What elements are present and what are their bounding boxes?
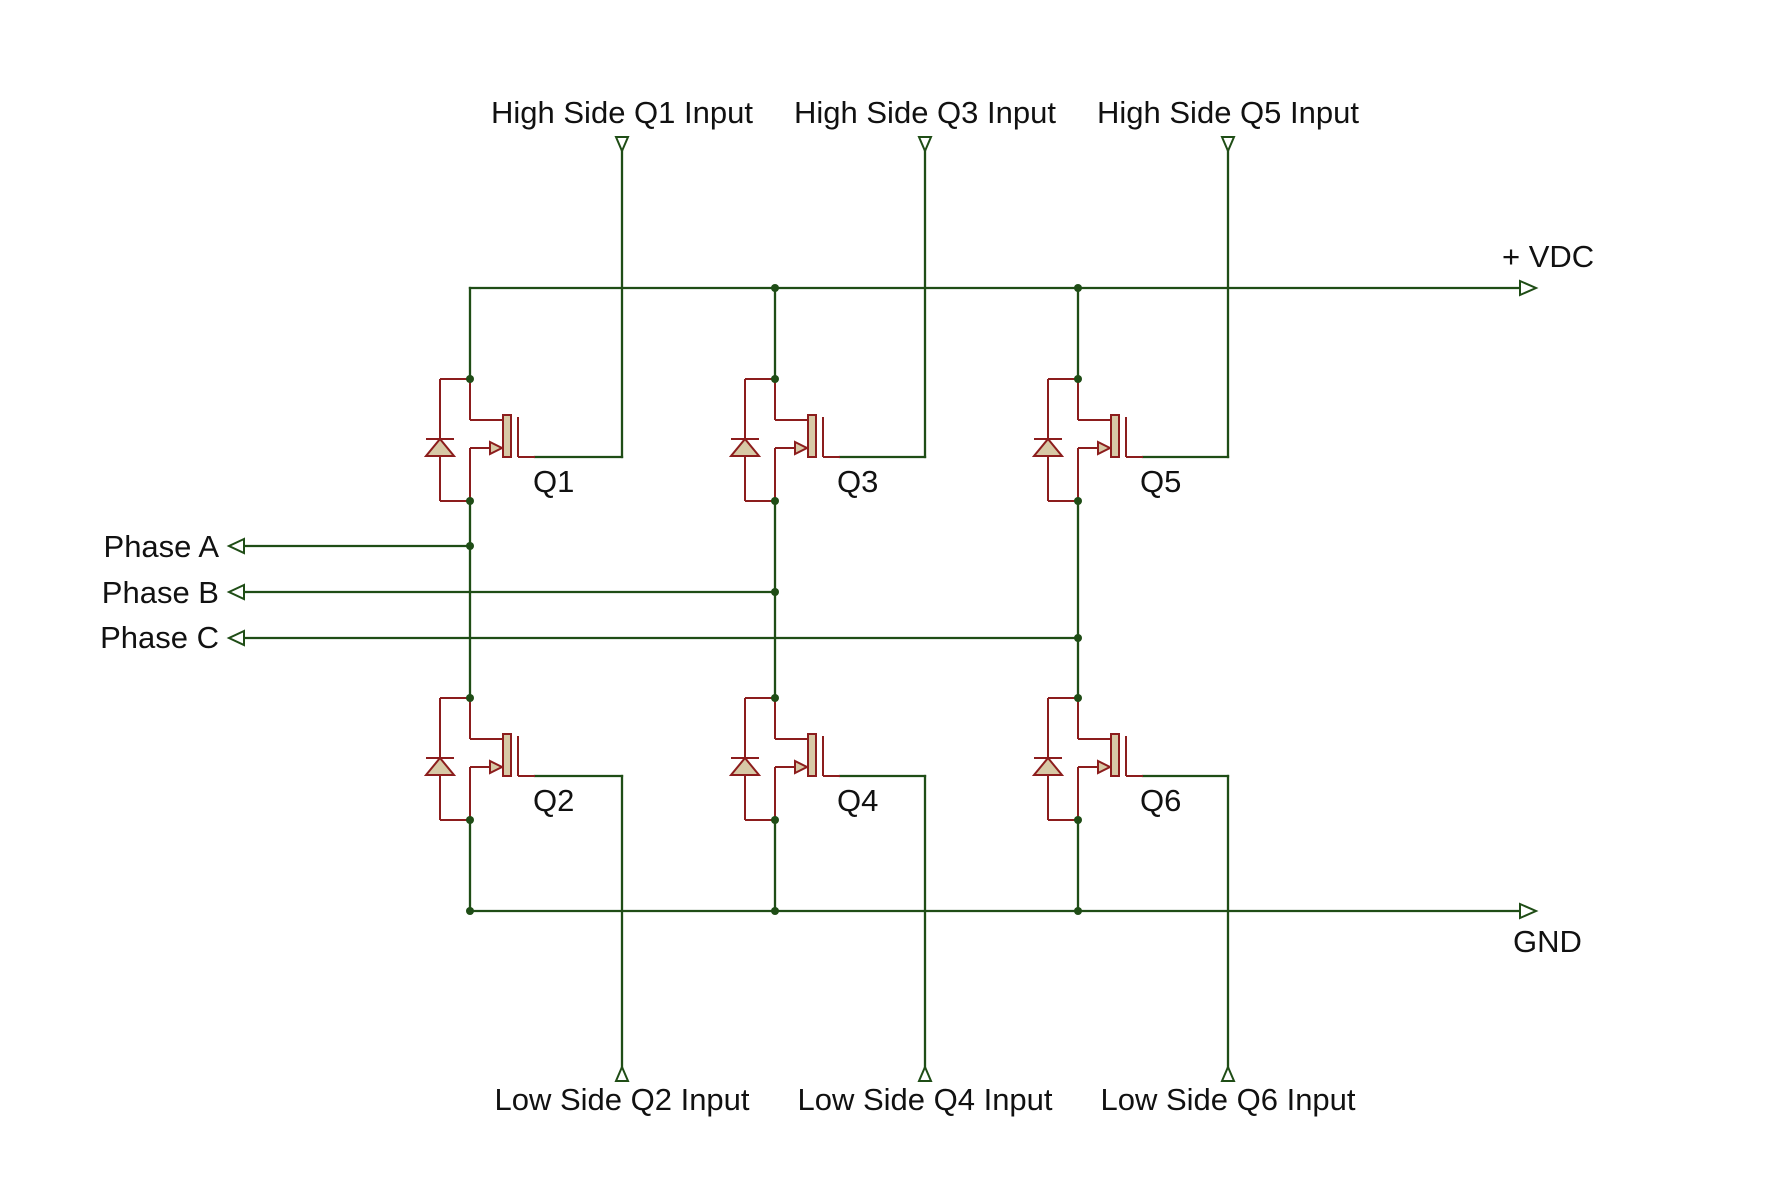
- transistor-q3: [728, 378, 840, 502]
- junction-dots: [466, 284, 1082, 915]
- low-input-arrow-1: [917, 1064, 933, 1082]
- transistor-q4-label: Q4: [837, 783, 878, 818]
- dot-low-source-0: [466, 816, 474, 824]
- transistor-q4-arrow: [794, 759, 810, 775]
- transistor-q2-arrow: [489, 759, 505, 775]
- dot-vdc-2: [1074, 284, 1082, 292]
- low-input-q6-label: Low Side Q6 Input: [1100, 1082, 1355, 1117]
- phase-arrow-a: [226, 537, 245, 555]
- high-input-q1-label: High Side Q1 Input: [491, 95, 753, 130]
- phase-b-label: Phase B: [102, 575, 219, 610]
- dot-high-drain-1: [771, 375, 779, 383]
- dot-gnd-2: [1074, 907, 1082, 915]
- transistor-q6-label: Q6: [1140, 783, 1181, 818]
- transistor-q3-diode: [728, 437, 762, 457]
- dot-high-drain-0: [466, 375, 474, 383]
- high-input-q5-label: High Side Q5 Input: [1097, 95, 1359, 130]
- transistor-q5-label: Q5: [1140, 464, 1181, 499]
- transistor-q5-channel: [1110, 414, 1120, 458]
- transistor-q6-diode: [1031, 756, 1065, 776]
- dot-low-source-2: [1074, 816, 1082, 824]
- dot-low-drain-1: [771, 694, 779, 702]
- transistor-q4: [728, 697, 840, 821]
- labels: High Side Q1 Input High Side Q3 Input Hi…: [100, 95, 1594, 1117]
- transistor-q6-channel: [1110, 733, 1120, 777]
- dot-phase-1: [771, 588, 779, 596]
- transistor-q6: [1031, 697, 1143, 821]
- vdc-label: + VDC: [1502, 239, 1594, 274]
- transistor-q2-label: Q2: [533, 783, 574, 818]
- low-input-arrow-2: [1220, 1064, 1236, 1082]
- transistor-q3-label: Q3: [837, 464, 878, 499]
- high-input-arrow-1: [917, 136, 933, 154]
- phase-arrow-b: [226, 583, 245, 601]
- transistor-q2: [423, 697, 535, 821]
- transistors: [423, 378, 1143, 821]
- dot-high-source-2: [1074, 497, 1082, 505]
- dot-gnd-0: [466, 907, 474, 915]
- high-input-arrow-2: [1220, 136, 1236, 154]
- dot-high-drain-2: [1074, 375, 1082, 383]
- dot-phase-0: [466, 542, 474, 550]
- transistor-q1-arrow: [489, 440, 505, 456]
- low-input-arrow-0: [614, 1064, 630, 1082]
- dot-high-source-0: [466, 497, 474, 505]
- low-input-q2-label: Low Side Q2 Input: [494, 1082, 749, 1117]
- transistor-q2-channel: [502, 733, 512, 777]
- transistor-q3-arrow: [794, 440, 810, 456]
- transistor-q1-label: Q1: [533, 464, 574, 499]
- high-input-arrow-0: [614, 136, 630, 154]
- transistor-q4-channel: [807, 733, 817, 777]
- dot-vdc-1: [771, 284, 779, 292]
- dot-low-drain-2: [1074, 694, 1082, 702]
- transistor-q3-channel: [807, 414, 817, 458]
- dot-low-source-1: [771, 816, 779, 824]
- dot-high-source-1: [771, 497, 779, 505]
- transistor-q5-arrow: [1097, 440, 1113, 456]
- dot-low-drain-0: [466, 694, 474, 702]
- gnd-arrow: [1519, 902, 1539, 920]
- high-input-q3-label: High Side Q3 Input: [794, 95, 1056, 130]
- transistor-q1: [423, 378, 535, 502]
- transistor-q4-diode: [728, 756, 762, 776]
- transistor-q5-diode: [1031, 437, 1065, 457]
- dot-phase-2: [1074, 634, 1082, 642]
- transistor-q5: [1031, 378, 1143, 502]
- phase-arrow-c: [226, 629, 245, 647]
- transistor-q6-arrow: [1097, 759, 1113, 775]
- phase-a-label: Phase A: [104, 529, 220, 564]
- gnd-label: GND: [1513, 924, 1582, 959]
- transistor-q1-channel: [502, 414, 512, 458]
- phase-c-label: Phase C: [100, 620, 219, 655]
- transistor-q2-diode: [423, 756, 457, 776]
- transistor-q1-diode: [423, 437, 457, 457]
- dot-gnd-1: [771, 907, 779, 915]
- vdc-arrow: [1519, 279, 1539, 297]
- wires: [226, 136, 1539, 1082]
- low-input-q4-label: Low Side Q4 Input: [797, 1082, 1052, 1117]
